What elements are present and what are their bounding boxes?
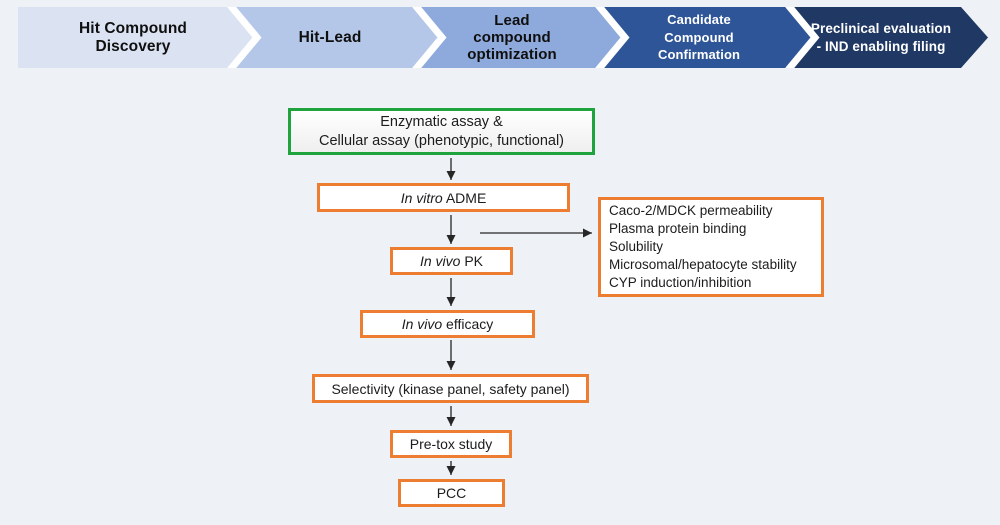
stage-label-hit-compound-discovery: Hit Compound Discovery xyxy=(79,19,187,55)
process-banner: Hit Compound Discovery Hit-Lead Lead com… xyxy=(0,7,1000,68)
node-pcc: PCC xyxy=(398,479,505,507)
chevron-stage-5 xyxy=(788,7,988,68)
chevron-separator-1 xyxy=(227,7,262,68)
adme-detail-item: Microsomal/hepatocyte stability xyxy=(609,257,797,272)
stage-label-hit-lead: Hit-Lead xyxy=(298,28,362,46)
stage-label-preclinical-evaluation: Preclinical evaluation - IND enabling fi… xyxy=(810,20,952,54)
adme-detail-item: Solubility xyxy=(609,239,664,254)
chevron-stage-1 xyxy=(18,7,257,68)
node-in-vivo-pk: In vivo PK xyxy=(390,247,513,275)
adme-detail-item: Plasma protein binding xyxy=(609,221,747,236)
adme-detail-item: Caco-2/MDCK permeability xyxy=(609,203,773,218)
chevron-shapes xyxy=(18,7,988,68)
adme-detail-item: CYP induction/inhibition xyxy=(609,275,752,290)
chevron-separator-4 xyxy=(785,7,820,68)
node-in-vivo-efficacy: In vivo efficacy xyxy=(360,310,535,338)
chevron-stage-4 xyxy=(598,7,815,68)
node-selectivity: Selectivity (kinase panel, safety panel) xyxy=(312,374,589,403)
node-in-vitro-adme: In vitro ADME xyxy=(317,183,570,212)
chevron-separator-3 xyxy=(595,7,630,68)
adme-details-panel: Caco-2/MDCK permeability Plasma protein … xyxy=(598,197,824,297)
chevron-stage-2 xyxy=(230,7,442,68)
node-pretox-study: Pre-tox study xyxy=(390,430,512,458)
chevron-stage-3 xyxy=(415,7,625,68)
node-enzymatic-cellular-assay: Enzymatic assay & Cellular assay (phenot… xyxy=(288,108,595,155)
stage-label-candidate-compound-confirmation: Candidate Compound Confirmation xyxy=(657,12,741,63)
chevron-separator-2 xyxy=(412,7,447,68)
stage-label-lead-compound-optimization: Lead compound optimization xyxy=(467,11,557,64)
